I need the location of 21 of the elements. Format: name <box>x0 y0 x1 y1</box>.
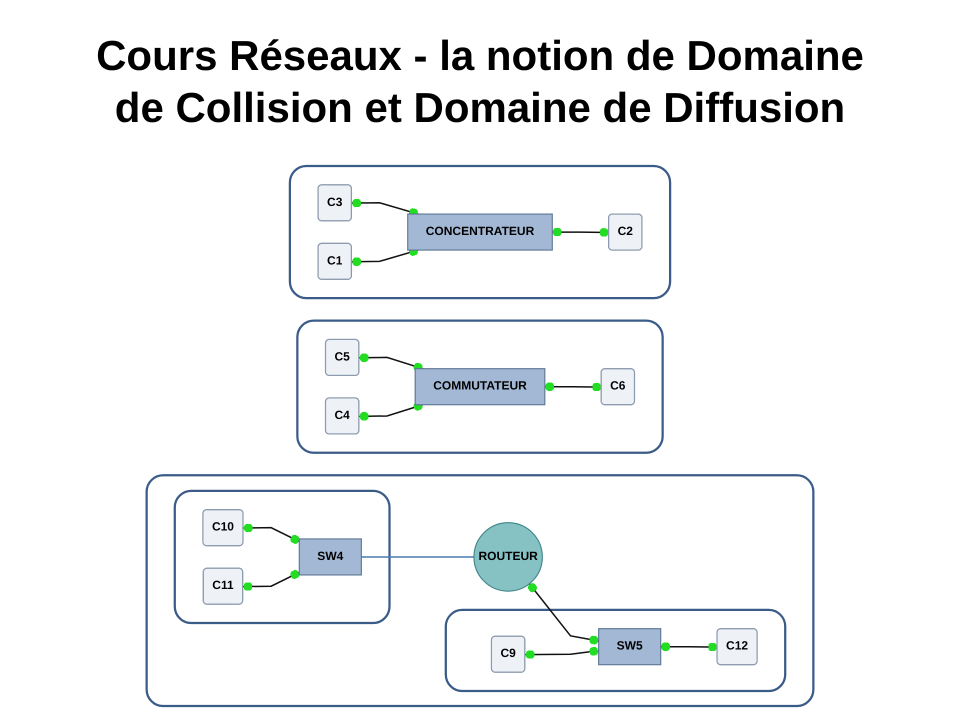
connector <box>359 402 423 421</box>
cluster <box>146 474 814 708</box>
connector <box>528 583 599 645</box>
title: Cours Réseaux - la notion de Domaine de Collision et Domaine de Diffusion <box>95 31 865 133</box>
connector <box>243 523 300 544</box>
connector <box>552 228 609 237</box>
connector <box>544 382 602 392</box>
node-box: CONCENTRATEUR <box>407 213 553 251</box>
connector <box>359 353 423 372</box>
cluster <box>288 164 672 300</box>
connector <box>361 556 474 558</box>
connector <box>243 570 300 592</box>
cluster <box>174 490 391 624</box>
connector <box>660 642 718 652</box>
node-box: SW4 <box>298 538 362 576</box>
cluster <box>444 608 786 692</box>
cluster <box>296 320 664 454</box>
connector <box>525 646 599 660</box>
node-box: SW5 <box>598 628 662 666</box>
node-box: COMMUTATEUR <box>414 368 546 406</box>
node-circle: ROUTEUR <box>473 522 543 592</box>
